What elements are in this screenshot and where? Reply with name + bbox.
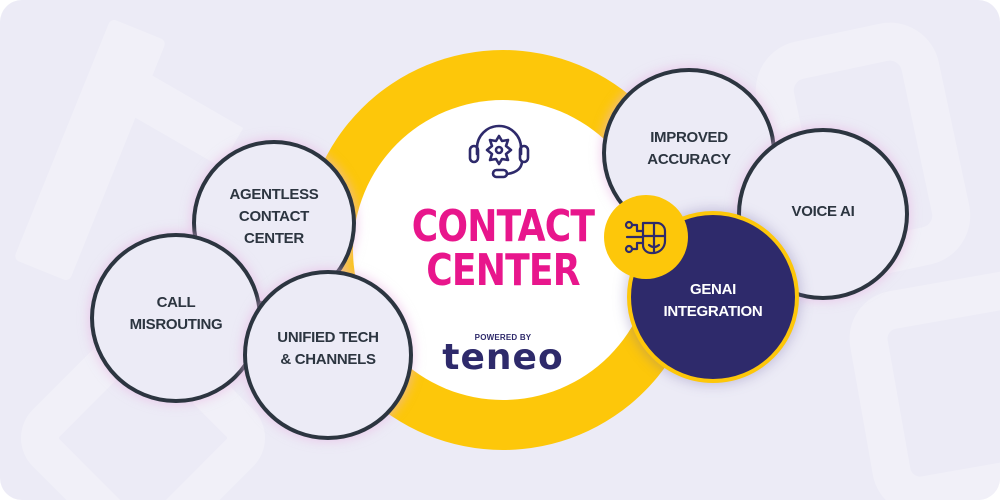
bubble-label: CALL MISROUTING	[129, 294, 223, 333]
powered-by-label: POWERED BY	[474, 333, 532, 342]
title-line-1: CONTACT	[411, 201, 595, 252]
bubble-call-misrouting: CALL MISROUTING	[90, 233, 262, 403]
bubble-label: AGENTLESS CONTACT CENTER	[229, 186, 319, 247]
bubble-label: VOICE AI	[791, 203, 855, 220]
watermark-shape	[841, 263, 1000, 500]
ai-face-circuit-icon	[624, 220, 667, 255]
genai-badge	[604, 195, 688, 279]
hub-title: CONTACT CENTER	[380, 205, 626, 293]
title-line-2: CENTER	[426, 245, 580, 296]
headset-gear-icon	[468, 124, 530, 179]
bubble-unified-tech-channels: UNIFIED TECH & CHANNELS	[243, 270, 413, 440]
bubble-label: UNIFIED TECH & CHANNELS	[277, 329, 379, 368]
teneo-logo: teneo	[442, 337, 564, 378]
bubble-genai-integration: GENAI INTEGRATION	[627, 211, 799, 383]
bubble-label: IMPROVED ACCURACY	[647, 129, 731, 168]
watermark-shape	[116, 68, 244, 167]
bubble-label: GENAI INTEGRATION	[663, 281, 763, 320]
